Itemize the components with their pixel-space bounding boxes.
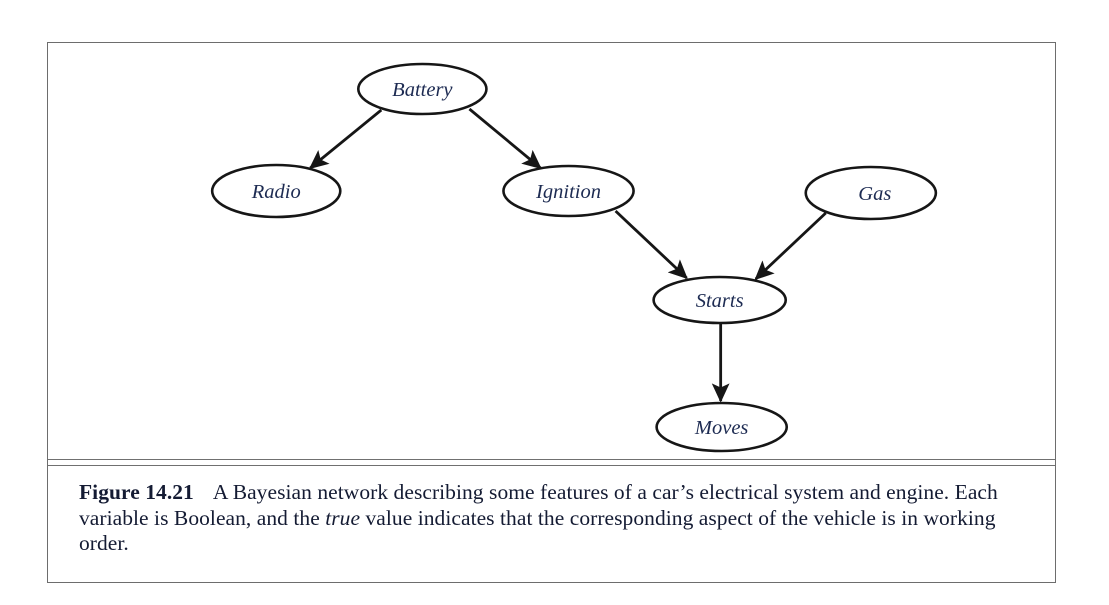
node-gas[interactable]: Gas xyxy=(804,165,938,221)
node-radio-ellipse xyxy=(210,163,342,219)
bayesian-network-diagram: Battery Radio Ignition Gas Starts Moves xyxy=(48,43,1055,459)
node-ignition[interactable]: Ignition xyxy=(502,164,635,218)
node-moves[interactable]: Moves xyxy=(655,401,789,453)
edge-battery-to-radio xyxy=(308,108,383,170)
caption-divider xyxy=(48,459,1055,466)
caption-body-second: value indicates that the corresponding a… xyxy=(79,505,996,556)
caption-figure-label: Figure 14.21 xyxy=(79,480,194,504)
node-moves-label: Moves xyxy=(694,417,749,439)
caption-body-first: A Bayesian network describing some featu… xyxy=(79,480,998,530)
edge-ignition-to-starts xyxy=(614,209,688,280)
edge-battery-to-ignition xyxy=(468,107,542,170)
node-battery-label: Battery xyxy=(392,79,453,101)
node-gas-label: Gas xyxy=(858,183,891,205)
figure-frame: Battery Radio Ignition Gas Starts Moves xyxy=(47,42,1056,583)
edge-gas-to-starts xyxy=(754,211,827,281)
caption-emphasis-true: true xyxy=(325,505,361,530)
edge-group xyxy=(308,107,827,403)
node-starts[interactable]: Starts xyxy=(652,275,788,325)
node-radio[interactable]: Radio xyxy=(210,163,342,219)
diagram-canvas: Battery Radio Ignition Gas Starts Moves xyxy=(210,62,938,453)
node-ignition-ellipse xyxy=(502,164,635,218)
node-starts-label: Starts xyxy=(696,290,744,312)
node-moves-ellipse xyxy=(655,401,789,453)
node-radio-label: Radio xyxy=(251,181,301,203)
node-ignition-label: Ignition xyxy=(535,181,601,203)
node-battery-ellipse xyxy=(357,62,488,116)
node-gas-ellipse xyxy=(804,165,938,221)
node-battery[interactable]: Battery xyxy=(357,62,488,116)
node-starts-ellipse xyxy=(652,275,788,325)
